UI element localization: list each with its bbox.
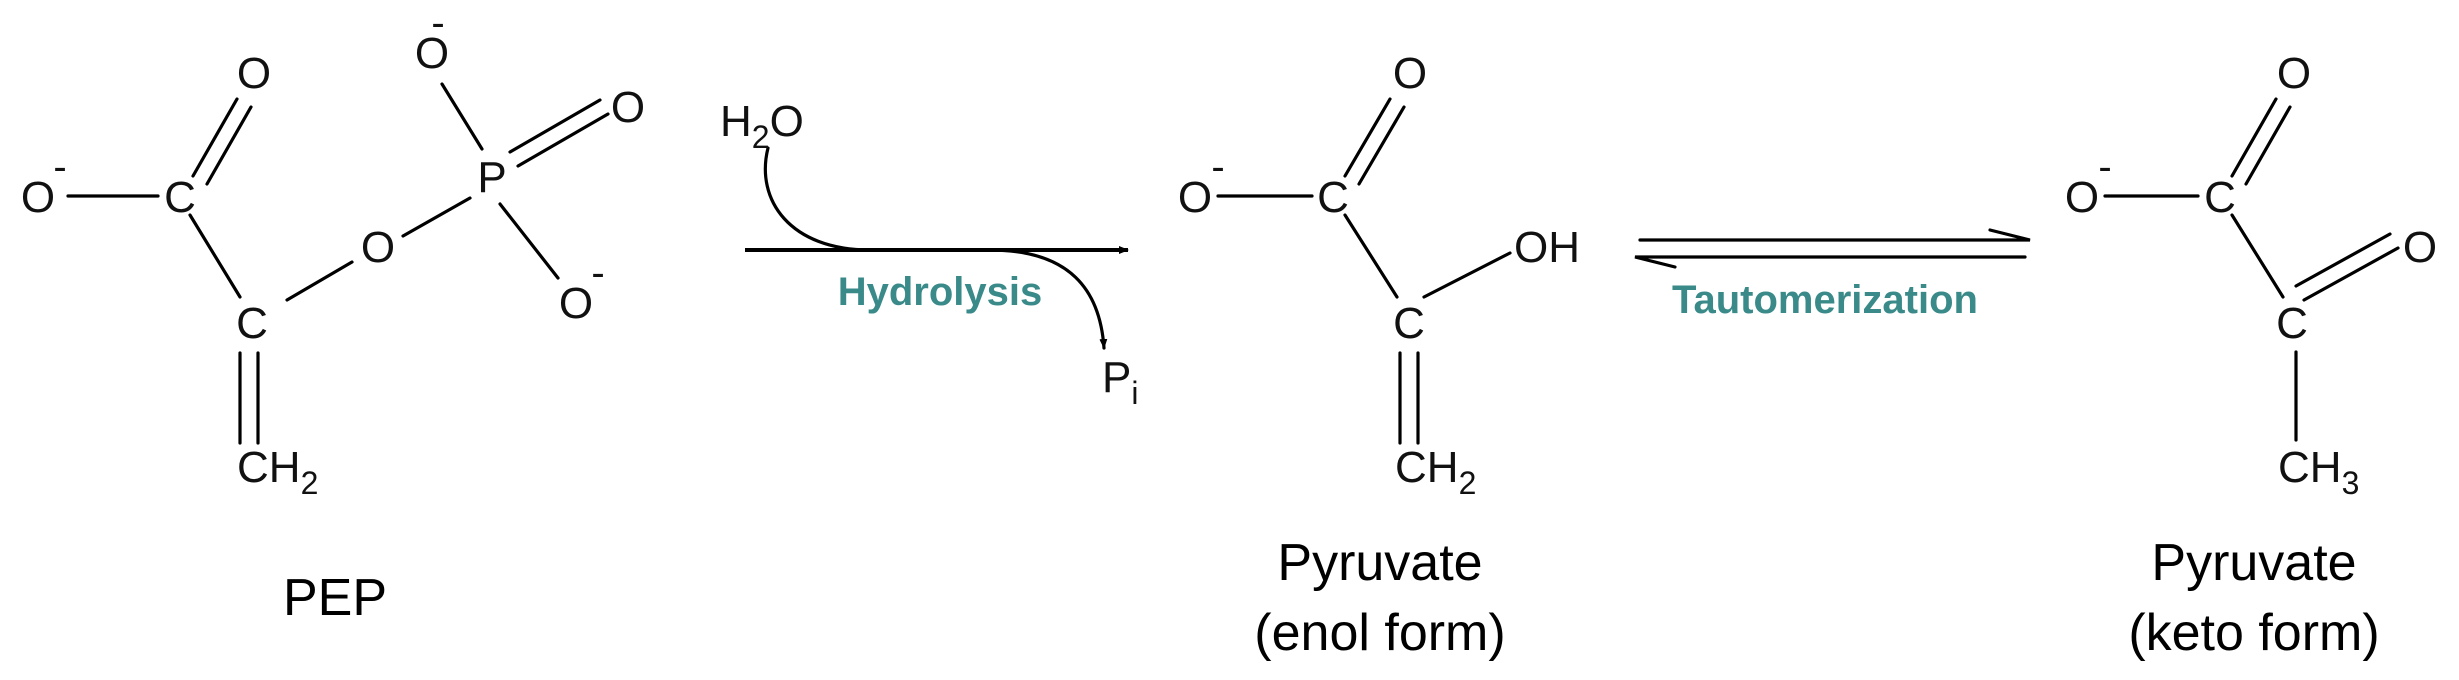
bond-c-c	[1343, 213, 1399, 299]
bond-p-o-double-b	[516, 112, 610, 168]
pep-charge-1: -	[53, 145, 66, 189]
pep-o-carbonyl: O	[237, 49, 271, 98]
enol-name-line2: (enol form)	[1254, 604, 1505, 662]
bond-c-o-double-b	[205, 105, 253, 186]
enol-charge: -	[1211, 145, 1224, 189]
bond-c-o-bridge	[285, 260, 354, 302]
pep-ch2: CH2	[237, 443, 318, 501]
hydrolysis-label: Hydrolysis	[838, 270, 1043, 314]
bond-c-o-double-a	[1343, 97, 1392, 178]
phosphate-curve	[988, 248, 1108, 350]
water-label: H2O	[720, 97, 804, 155]
pep-charge-3: -	[591, 251, 604, 295]
enol-o-minus: O	[1178, 173, 1212, 222]
keto-ch3: CH3	[2278, 443, 2359, 501]
reverse-half-arrow	[1634, 255, 2027, 269]
bond-c-c	[2230, 213, 2285, 299]
keto-molecule: O - C O C O CH3 Pyruvate (keto form)	[2065, 49, 2437, 662]
pep-c-carboxyl: C	[164, 173, 196, 222]
enol-name-line1: Pyruvate	[1277, 534, 1482, 592]
enol-oh: OH	[1514, 223, 1580, 272]
bond-c-o-ketone-a	[2302, 246, 2400, 302]
keto-charge: -	[2098, 145, 2111, 189]
keto-o-carbonyl: O	[2277, 49, 2311, 98]
bond-c-o-double-b	[1357, 105, 1406, 186]
keto-c-alpha: C	[2276, 299, 2308, 348]
bond-c-o-double-a	[2230, 97, 2278, 178]
water-curve	[763, 146, 872, 252]
pep-o-bridge: O	[361, 223, 395, 272]
bond-p-o-top	[440, 82, 484, 151]
bond-p-o-double-a	[508, 98, 602, 154]
hydrolysis-arrow: H2O Pi Hydrolysis	[720, 97, 1138, 411]
bond-c-c	[188, 213, 242, 299]
bond-o-p	[401, 196, 472, 238]
enol-molecule: O - C O C OH CH2 Pyruvate (enol form)	[1178, 49, 1580, 662]
pep-charge-2: -	[431, 1, 444, 45]
keto-o-minus: O	[2065, 173, 2099, 222]
pep-o-right: O	[611, 83, 645, 132]
keto-c-carboxyl: C	[2204, 173, 2236, 222]
tautomerization-arrows: Tautomerization	[1634, 228, 2031, 322]
enol-c-carboxyl: C	[1317, 173, 1349, 222]
enol-o-carbonyl: O	[1393, 49, 1427, 98]
keto-name-line1: Pyruvate	[2151, 534, 2356, 592]
pep-o-minus: O	[21, 173, 55, 222]
bond-c-oh	[1422, 251, 1512, 299]
phosphate-label: Pi	[1102, 353, 1138, 411]
bond-c-o-double-a	[191, 97, 239, 178]
keto-o-ketone: O	[2403, 223, 2437, 272]
keto-name-line2: (keto form)	[2128, 604, 2379, 662]
pep-o-bottom: O	[559, 279, 593, 328]
forward-half-arrow	[1638, 228, 2031, 242]
pep-name: PEP	[283, 569, 387, 627]
pep-molecule: O - C O C CH2 O P O - O O - PEP	[21, 1, 645, 627]
pep-o-top: O	[415, 29, 449, 78]
bond-p-o-bottom	[498, 202, 560, 280]
pep-p: P	[477, 153, 506, 202]
pep-c-alpha: C	[236, 299, 268, 348]
tautomerization-label: Tautomerization	[1672, 278, 1978, 322]
enol-ch2: CH2	[1395, 443, 1476, 501]
bond-c-o-double-b	[2244, 105, 2292, 186]
enol-c-alpha: C	[1393, 299, 1425, 348]
bond-c-o-ketone-b	[2294, 232, 2392, 288]
